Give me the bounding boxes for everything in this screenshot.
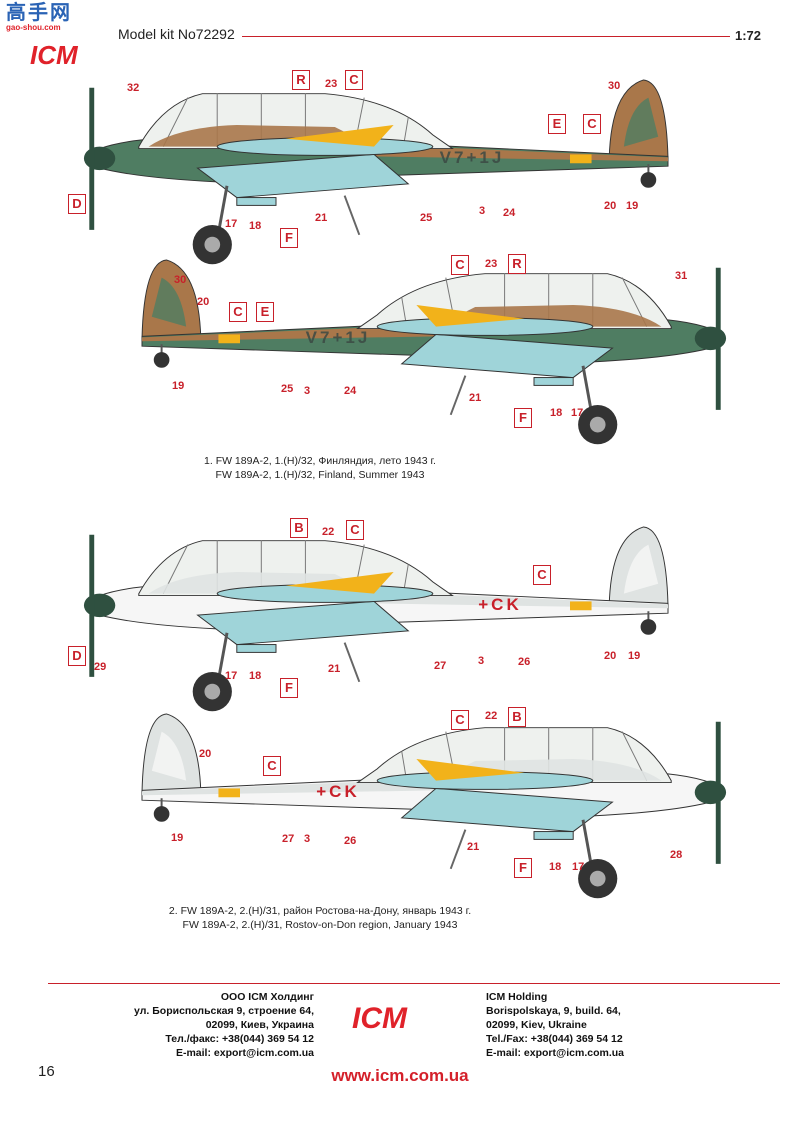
aircraft-profile-1: [83, 79, 669, 265]
footer-divider: [48, 983, 780, 984]
decal-number-callout: 19: [628, 650, 641, 662]
website-link[interactable]: www.icm.com.ua: [331, 1066, 469, 1085]
decal-number-callout: 3: [304, 833, 311, 845]
decal-number-callout: 23: [325, 78, 338, 90]
decal-number-callout: 21: [315, 212, 328, 224]
paint-color-callout: E: [548, 114, 566, 134]
decal-number-callout: 28: [670, 849, 683, 861]
decal-number-callout: 19: [171, 832, 184, 844]
paint-color-callout: B: [290, 518, 308, 538]
decal-number-callout: 19: [626, 200, 639, 212]
decal-number-callout: 20: [199, 748, 212, 760]
kit-title: Model kit No72292: [118, 26, 235, 42]
decal-number-callout: 26: [518, 656, 531, 668]
paint-color-callout: C: [229, 302, 247, 322]
fuselage-code-1: V7+1J: [439, 148, 505, 167]
decal-number-callout: 18: [549, 861, 562, 873]
decal-number-callout: 18: [249, 670, 262, 682]
decal-number-callout: 29: [94, 661, 107, 673]
paint-color-callout: E: [256, 302, 274, 322]
decal-number-callout: 30: [174, 274, 187, 286]
decal-number-callout: 20: [604, 200, 617, 212]
decal-number-callout: 30: [608, 80, 621, 92]
decal-number-callout: 27: [282, 833, 295, 845]
decal-number-callout: 3: [479, 205, 486, 217]
paint-color-callout: C: [451, 710, 469, 730]
decal-number-callout: 3: [478, 655, 485, 667]
decal-number-callout: 17: [571, 407, 584, 419]
fuselage-code-3: +CK: [478, 595, 522, 614]
decal-number-callout: 20: [197, 296, 210, 308]
decal-number-callout: 26: [344, 835, 357, 847]
decal-number-callout: 17: [225, 670, 238, 682]
decal-number-callout: 20: [604, 650, 617, 662]
paint-color-callout: C: [451, 255, 469, 275]
caption-2-en: FW 189A-2, 2.(H)/31, Rostov-on-Don regio…: [182, 919, 458, 931]
caption-2-ru: 2. FW 189A-2, 2.(H)/31, район Ростова-на…: [168, 905, 472, 917]
decal-number-callout: 24: [344, 385, 357, 397]
decal-number-callout: 18: [249, 220, 262, 232]
paint-color-callout: F: [280, 228, 298, 248]
scale-label: 1:72: [735, 28, 762, 43]
decal-number-callout: 31: [675, 270, 688, 282]
decal-number-callout: 17: [225, 218, 238, 230]
paint-color-callout: C: [583, 114, 601, 134]
paint-color-callout: D: [68, 194, 86, 214]
caption-1-en: FW 189A-2, 1.(H)/32, Finland, Summer 194…: [215, 469, 425, 481]
decal-number-callout: 24: [503, 207, 516, 219]
icm-logo: ICM: [30, 40, 78, 70]
decal-number-callout: 21: [467, 841, 480, 853]
decal-number-callout: 25: [420, 212, 433, 224]
paint-color-callout: B: [508, 707, 526, 727]
paint-color-callout: C: [263, 756, 281, 776]
paint-color-callout: R: [508, 254, 526, 274]
decal-number-callout: 27: [434, 660, 447, 672]
decal-number-callout: 3: [304, 385, 311, 397]
paint-color-callout: C: [346, 520, 364, 540]
address-russian: ООО ICM Холдинг ул. Бориспольская 9, стр…: [134, 991, 314, 1059]
paint-color-callout: C: [533, 565, 551, 585]
paint-color-callout: R: [292, 70, 310, 90]
paint-color-callout: F: [514, 858, 532, 878]
address-english: ICM Holding Borispolskaya, 9, build. 64,…: [486, 991, 625, 1059]
aircraft-profiles: [83, 79, 727, 899]
page-number: 16: [38, 1063, 55, 1080]
fuselage-code-4: +CK: [316, 782, 360, 801]
fuselage-code-2: V7+1J: [305, 328, 371, 347]
decal-number-callout: 25: [281, 383, 294, 395]
aircraft-profile-4: [141, 713, 727, 899]
decal-number-callout: 22: [322, 526, 335, 538]
decal-number-callout: 23: [485, 258, 498, 270]
header-divider: [242, 36, 730, 37]
icm-footer-logo: ICM: [352, 1002, 407, 1035]
paint-color-callout: F: [280, 678, 298, 698]
paint-color-callout: D: [68, 646, 86, 666]
decal-number-callout: 22: [485, 710, 498, 722]
decal-number-callout: 17: [572, 861, 585, 873]
caption-1-ru: 1. FW 189A-2, 1.(H)/32, Финляндия, лето …: [204, 455, 436, 467]
decal-number-callout: 19: [172, 380, 185, 392]
paint-color-callout: C: [345, 70, 363, 90]
paint-color-callout: F: [514, 408, 532, 428]
aircraft-profile-2: [141, 259, 727, 445]
decal-number-callout: 32: [127, 82, 140, 94]
decal-number-callout: 18: [550, 407, 563, 419]
aircraft-profile-3: [83, 526, 669, 712]
watermark-logo: 高手网 gao-shou.com: [6, 2, 72, 32]
decal-number-callout: 21: [469, 392, 482, 404]
decal-number-callout: 21: [328, 663, 341, 675]
